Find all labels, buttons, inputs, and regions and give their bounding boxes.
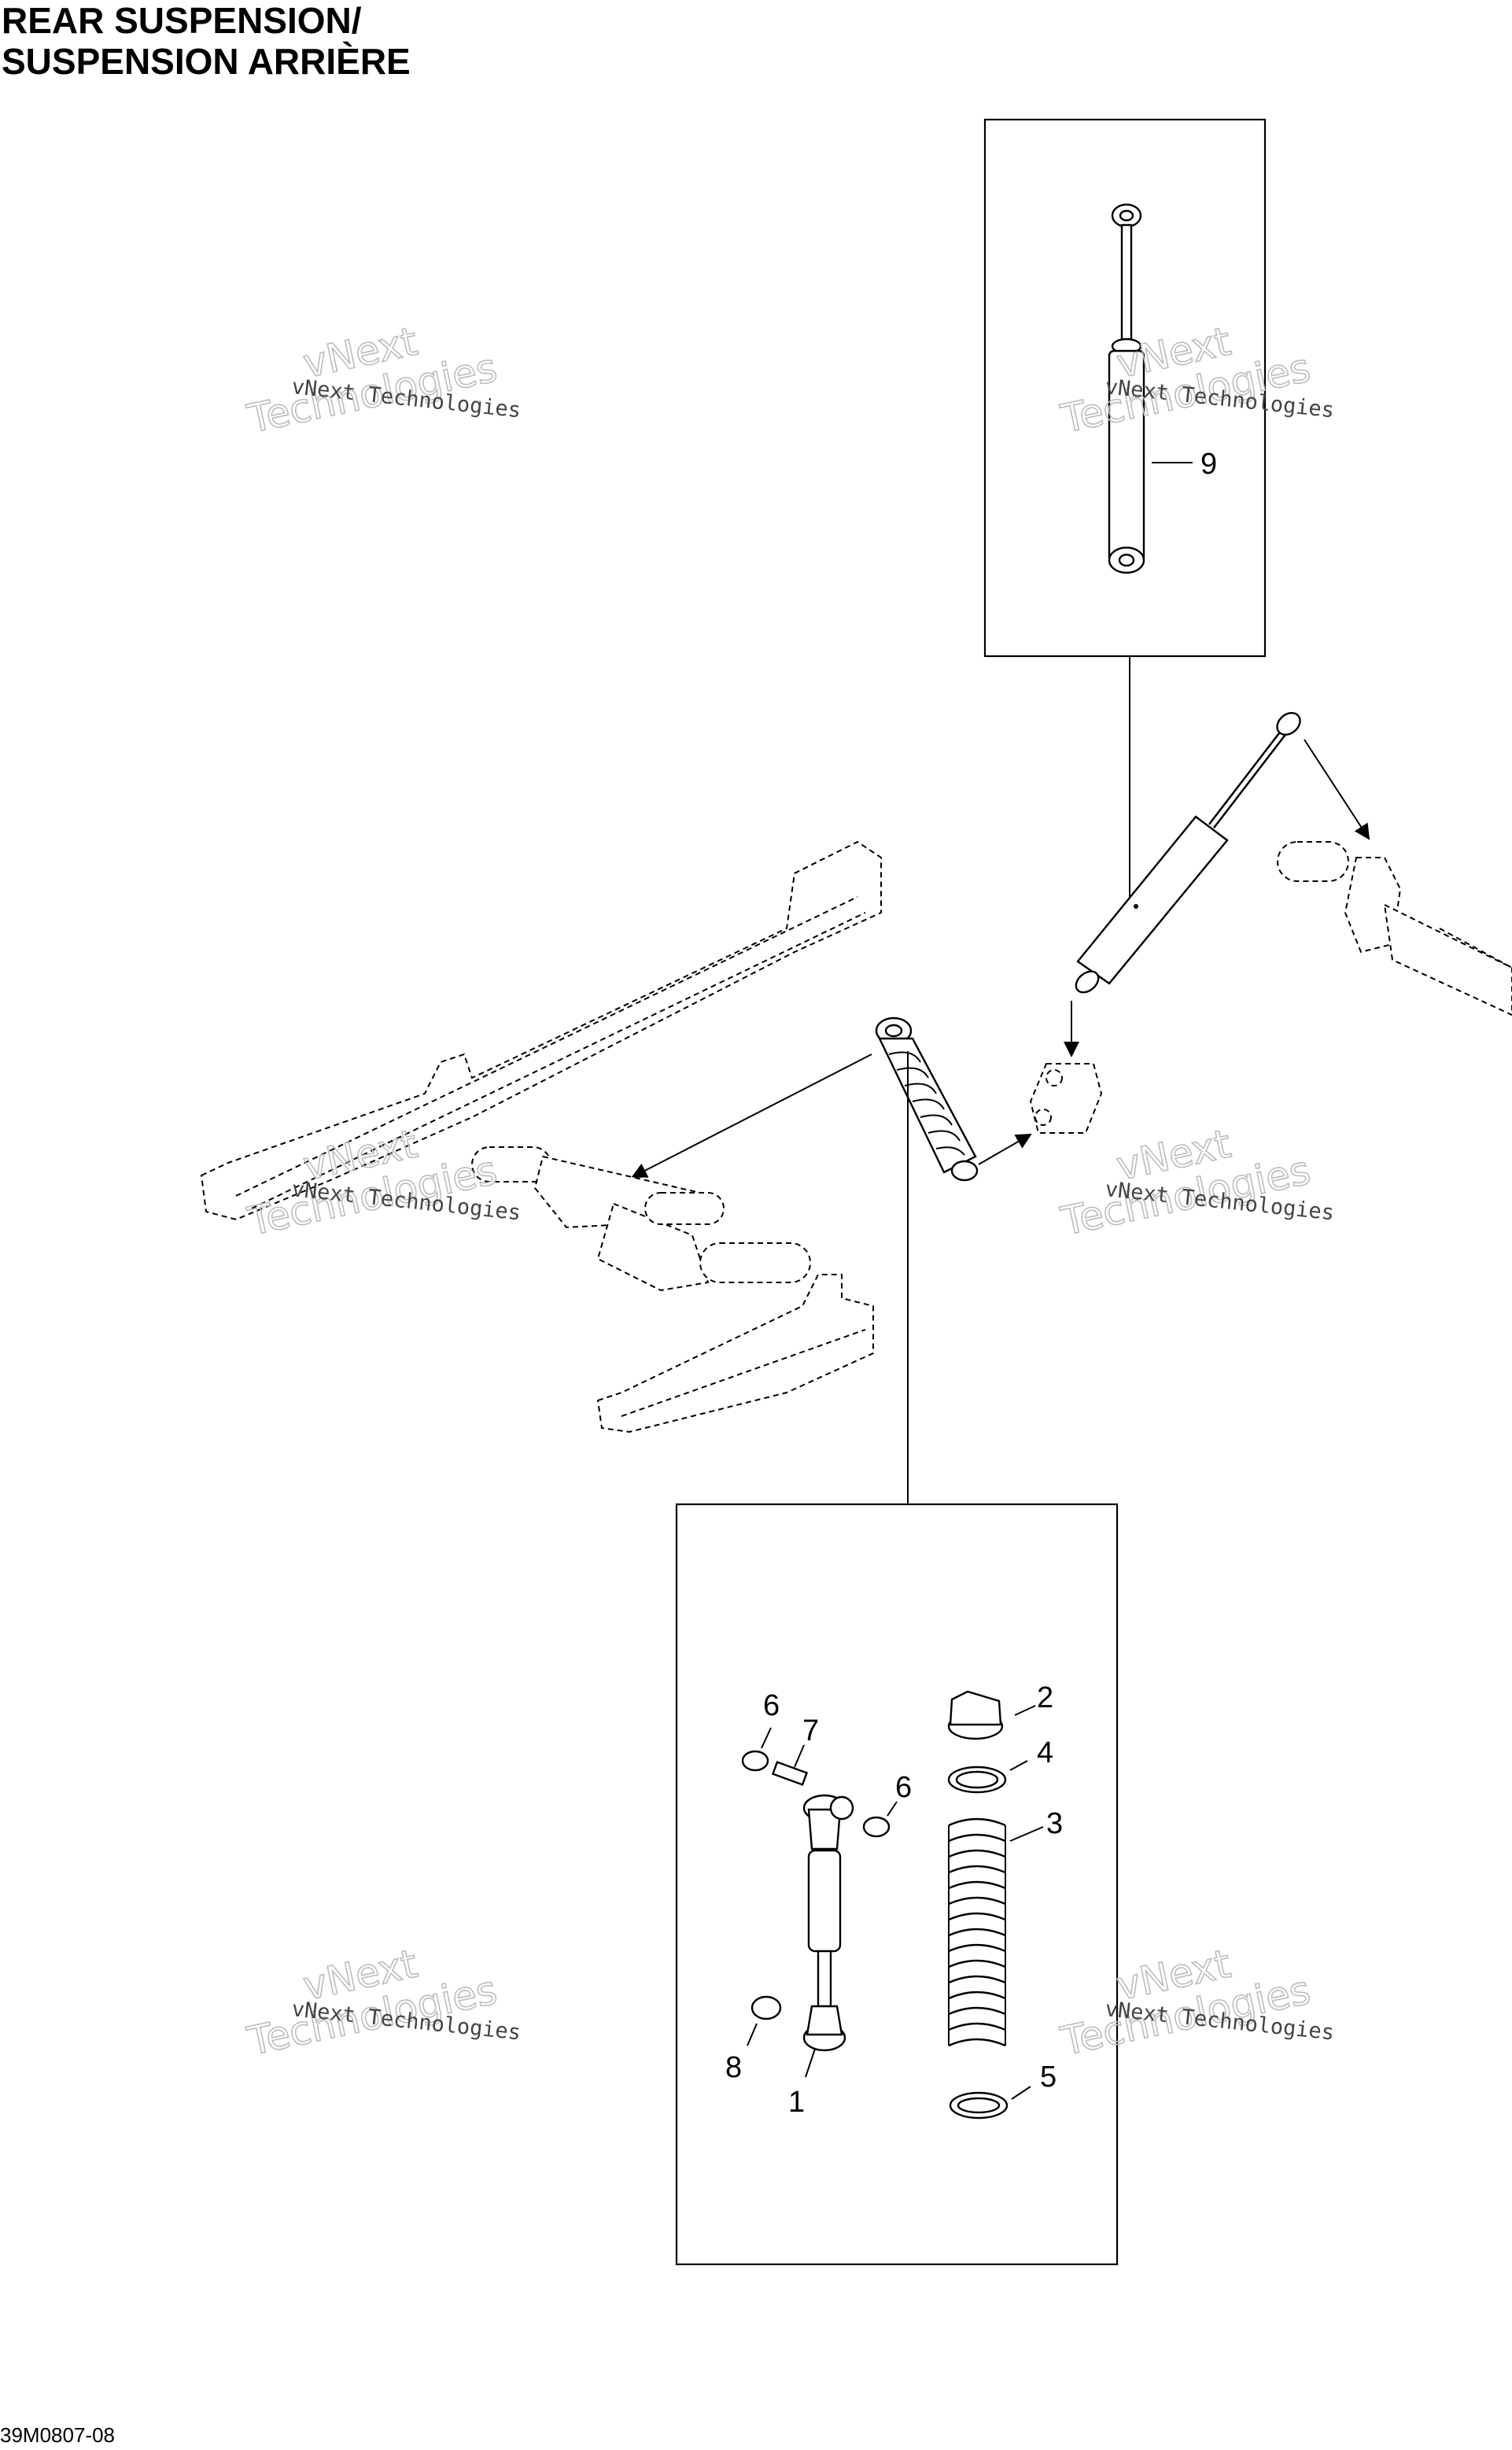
- spring-stopper-part-2: [947, 1690, 1004, 1740]
- slide-rail-left: [200, 840, 882, 1221]
- bushing-8: [750, 1995, 782, 2020]
- watermark-2: vNext Technologies vNext Technologies: [1057, 318, 1336, 443]
- callout-2: 2: [1037, 1681, 1053, 1714]
- coil-spring-part-3: [948, 1817, 1006, 2047]
- pivot-link-bracket: [1029, 1063, 1103, 1134]
- callout-7: 7: [802, 1714, 819, 1747]
- suspension-arm: [471, 1146, 811, 1292]
- title-line-fr: SUSPENSION ARRIÈRE: [2, 41, 411, 82]
- callout-6a: 6: [763, 1689, 780, 1722]
- bushing-6a: [741, 1750, 769, 1772]
- rear-arm-frame-right: [1277, 841, 1512, 1017]
- callout-8: 8: [725, 2051, 742, 2084]
- watermark-5: vNext Technologies vNext Technologies: [243, 1940, 522, 2065]
- callout-6b: 6: [895, 1771, 912, 1804]
- detail-box-top: [983, 118, 1267, 658]
- callout-leaders: [747, 1705, 1044, 2100]
- main-gas-shock: [1075, 712, 1301, 994]
- arrow-to-bracket: [978, 1134, 1032, 1165]
- page-title: REAR SUSPENSION/ SUSPENSION ARRIÈRE: [2, 0, 411, 82]
- watermark-6: vNext Technologies vNext Technologies: [1057, 1940, 1336, 2065]
- sleeve-7: [771, 1761, 809, 1786]
- gas-shock-detail: [1108, 203, 1193, 574]
- arrow-to-arm: [631, 1053, 872, 1178]
- watermark-1: vNext Technologies vNext Technologies: [243, 318, 522, 443]
- diagram-code: 39M0807-08: [0, 2423, 115, 2447]
- bushing-6b: [862, 1816, 891, 1838]
- callout-9: 9: [1200, 448, 1217, 481]
- callout-3: 3: [1046, 1807, 1063, 1840]
- title-line-en: REAR SUSPENSION/: [2, 0, 362, 41]
- detail-box-bottom: [675, 1503, 1119, 2266]
- coil-over-shock: [875, 1017, 979, 1182]
- callout-1: 1: [788, 2086, 805, 2119]
- callout-4: 4: [1037, 1736, 1053, 1769]
- slide-rail-lower: [596, 1274, 874, 1433]
- shock-absorber-part-1: [802, 1794, 854, 2052]
- arrow-to-frame: [1304, 739, 1370, 840]
- watermark-4: vNext Technologies vNext Technologies: [1057, 1120, 1336, 1245]
- callout-5: 5: [1040, 2061, 1057, 2094]
